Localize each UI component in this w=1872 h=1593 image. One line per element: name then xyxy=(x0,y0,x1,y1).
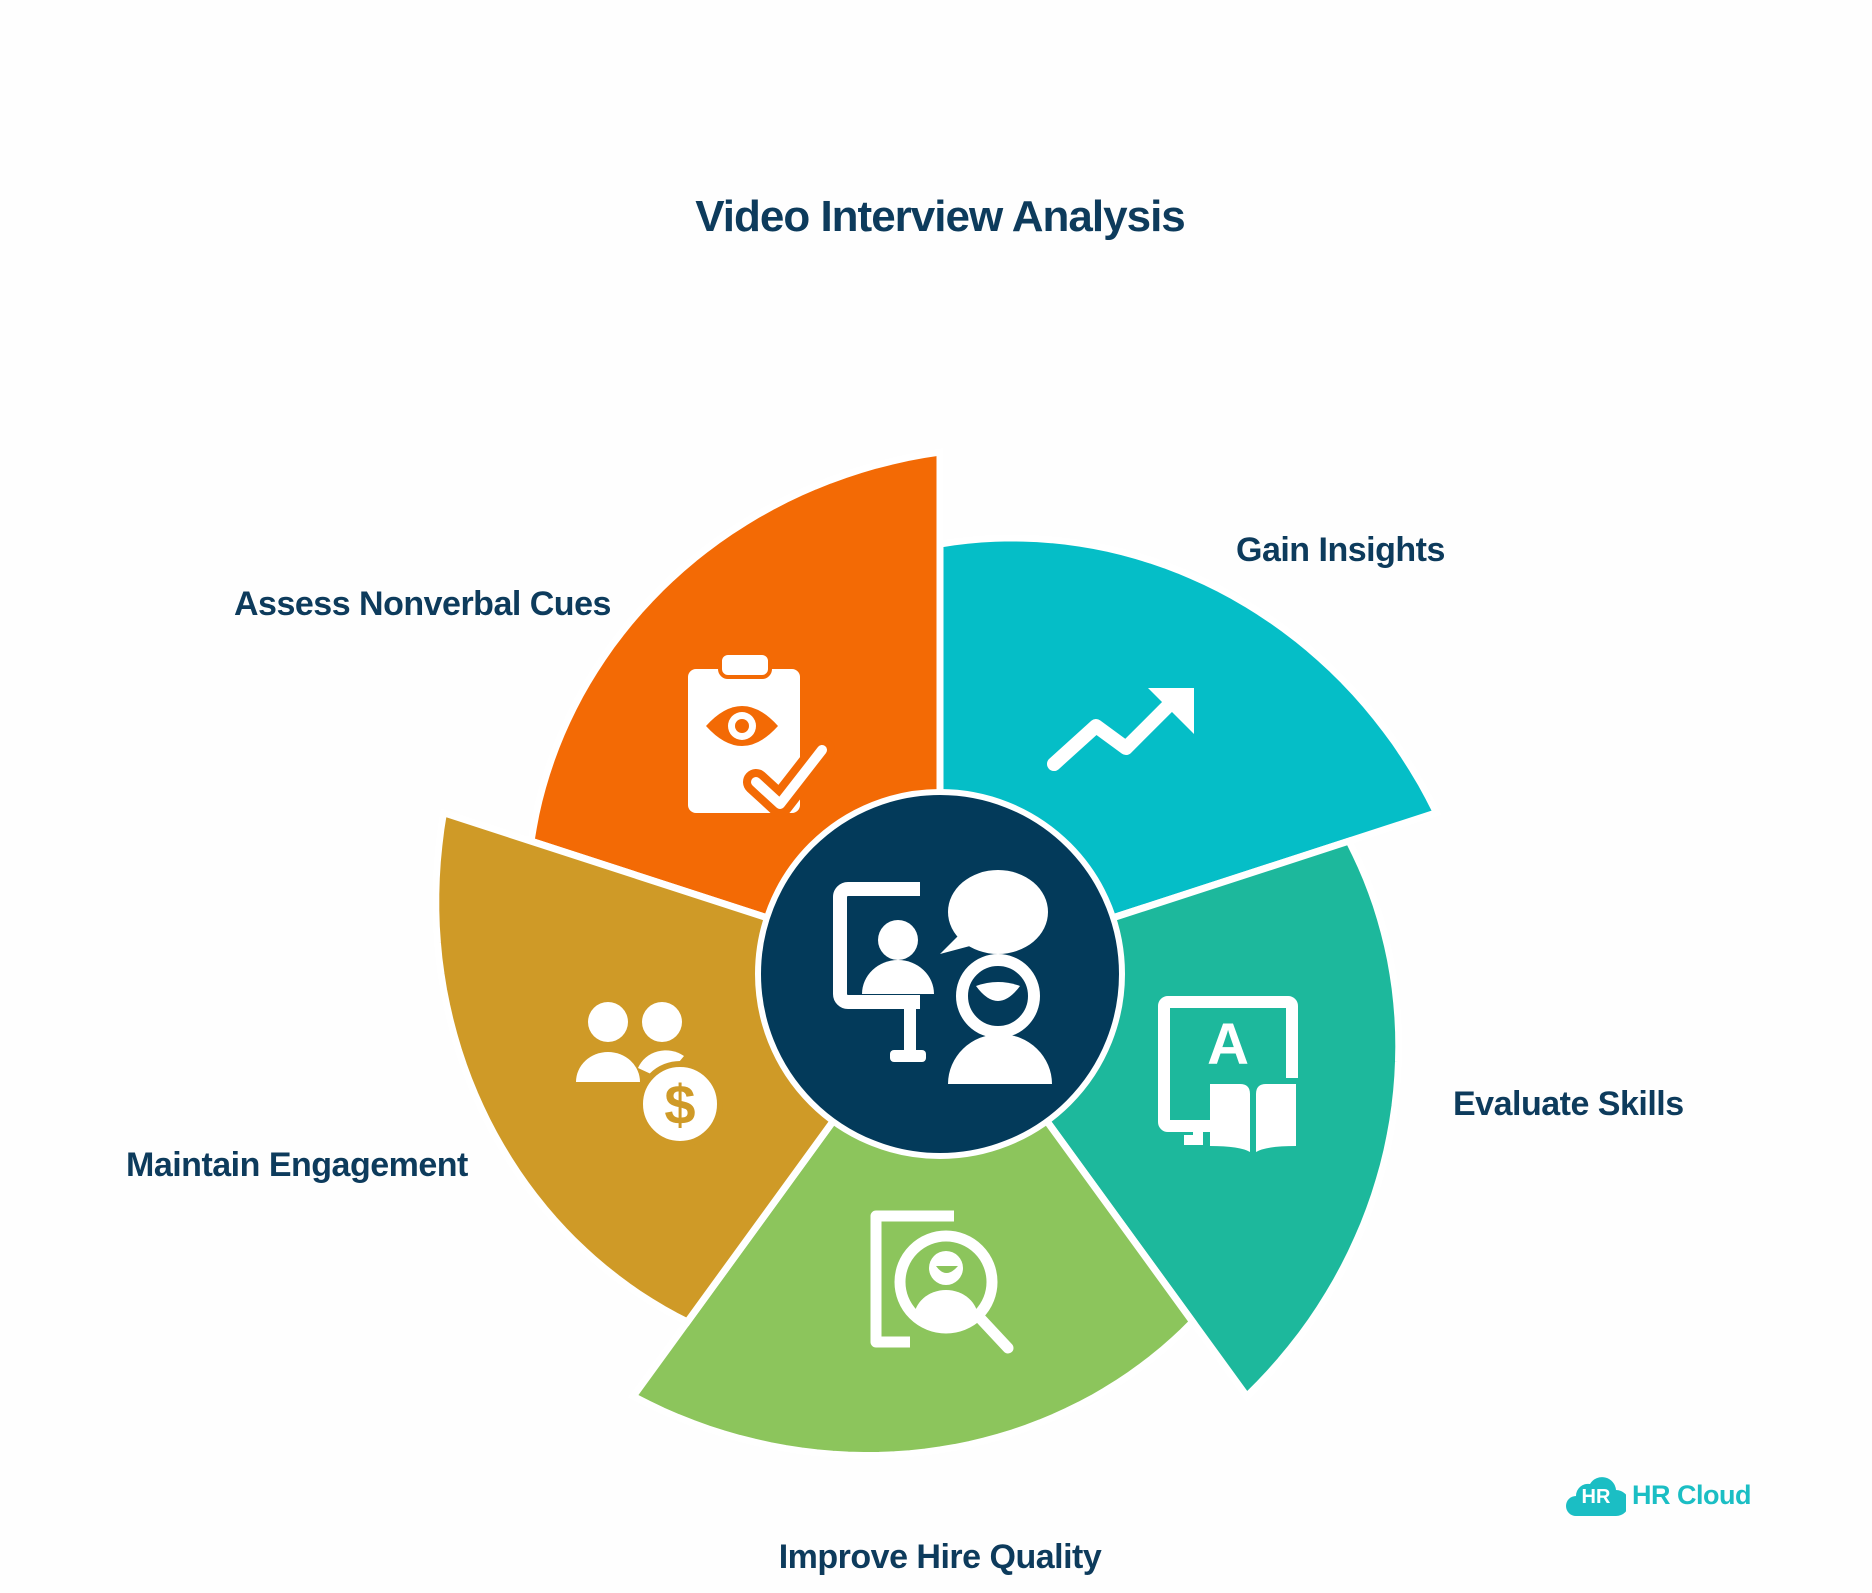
clipboard-eye-check-icon xyxy=(688,651,835,817)
document-search-person-icon xyxy=(870,1210,1014,1354)
trend-up-arrow-icon xyxy=(1047,688,1194,771)
hr-cloud-logo: HR HR Cloud xyxy=(1566,1474,1751,1516)
video-interview-icon xyxy=(833,870,1052,1084)
logo-text: HR Cloud xyxy=(1632,1479,1751,1510)
cloud-icon: HR xyxy=(1566,1474,1626,1516)
label-assess-nonverbal-cues: Assess Nonverbal Cues xyxy=(234,585,611,623)
label-improve-hire-quality: Improve Hire Quality xyxy=(778,1538,1102,1576)
svg-text:A: A xyxy=(1207,1012,1249,1077)
label-gain-insights: Gain Insights xyxy=(1236,531,1445,569)
svg-text:$: $ xyxy=(664,1073,695,1136)
logo-badge: HR xyxy=(1581,1486,1611,1508)
monitor-book-icon: A xyxy=(1158,996,1298,1152)
label-evaluate-skills: Evaluate Skills xyxy=(1453,1085,1684,1123)
page-title: Video Interview Analysis xyxy=(695,192,1186,241)
people-money-icon: $ xyxy=(576,1002,723,1147)
center-circle xyxy=(755,789,1125,1159)
label-maintain-engagement: Maintain Engagement xyxy=(126,1146,468,1184)
